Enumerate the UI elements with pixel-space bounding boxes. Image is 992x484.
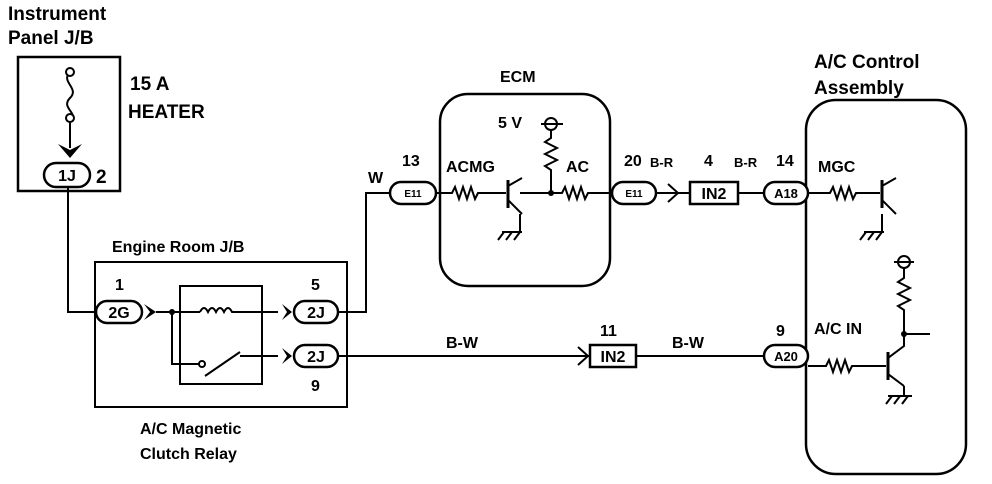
ac-connector-a20-label: A20 xyxy=(774,349,798,364)
connector-2j-top-arrow xyxy=(282,304,292,320)
conn-2j-bottom-pin: 9 xyxy=(311,378,320,395)
relay-name-1: A/C Magnetic xyxy=(140,421,241,438)
relay-box xyxy=(179,285,263,385)
connector-2j-top-label: 2J xyxy=(307,305,325,322)
engine-room-title: Engine Room J/B xyxy=(112,239,244,256)
ac-conn-bottom-pin: 9 xyxy=(776,323,785,340)
conn-2g-pin: 1 xyxy=(115,277,124,294)
connector-2j-bottom-arrow xyxy=(282,348,292,364)
fuse-terminal-bottom xyxy=(65,113,75,123)
wire-bw-color-2: B-W xyxy=(672,335,705,352)
fuse-symbol xyxy=(66,71,74,148)
instrument-panel-title-2: Panel J/B xyxy=(8,28,94,49)
ecm-pullup-resistor xyxy=(542,130,560,193)
connector-1j-label: 1J xyxy=(58,168,76,185)
relay-junction xyxy=(169,309,175,315)
acin-pullup-resistor xyxy=(895,268,930,335)
mgc-resistor xyxy=(808,183,880,203)
connector-1j-pin: 2 xyxy=(96,167,107,188)
ac-connector-a20 xyxy=(762,343,810,369)
ecm-title: ECM xyxy=(500,69,536,86)
ac-control-title-1: A/C Control xyxy=(814,52,920,73)
acmg-label: ACMG xyxy=(446,159,495,176)
fuse-rating: 15 A xyxy=(130,74,170,95)
in2-top-arrow xyxy=(667,183,680,203)
relay-coil xyxy=(199,307,278,315)
ecm-box xyxy=(438,92,612,288)
ecm-voltage: 5 V xyxy=(498,115,522,132)
acin-resistor xyxy=(808,356,886,376)
ac-control-assembly: A/C Control Assembly 14 A18 MGC A/C IN 9… xyxy=(762,52,968,476)
instrument-panel-jb: Instrument Panel J/B 15 A HEATER 1J 2 xyxy=(8,4,205,193)
in2-top-pin: 4 xyxy=(704,153,713,170)
fuse-name: HEATER xyxy=(128,102,205,123)
connector-2j-bottom-label: 2J xyxy=(307,349,325,366)
wire-bw-color-1: B-W xyxy=(446,335,479,352)
connector-2g xyxy=(94,299,144,325)
ac-control-box xyxy=(804,98,968,476)
instrument-panel-title-1: Instrument xyxy=(8,4,107,25)
relay-switch-arm xyxy=(204,351,241,377)
acmg-resistor xyxy=(436,183,506,203)
ecm-connector-in-label: E11 xyxy=(404,189,422,200)
connector-2g-arrow xyxy=(144,304,156,320)
ecm-conn-in-pin: 13 xyxy=(402,153,420,170)
engine-room-box xyxy=(94,261,348,408)
ecm: ECM 13 E11 ACMG 5 V AC 20 E11 xyxy=(388,69,658,288)
ecm-connector-out-label: E11 xyxy=(625,189,643,200)
ac-resistor xyxy=(520,183,614,203)
fuse-terminal-top xyxy=(65,67,75,77)
acmg-ground-icon xyxy=(497,231,522,241)
mgc-ground-icon xyxy=(859,214,884,241)
wire-br-color-2: B-R xyxy=(734,155,758,170)
engine-room-jb: Engine Room J/B 1 2G 5 2J 2J 9 A/C Magne… xyxy=(94,239,348,463)
ecm-conn-out-pin: 20 xyxy=(624,153,642,170)
acin-transistor xyxy=(887,334,905,387)
ac-conn-top-pin: 14 xyxy=(776,153,794,170)
relay-wire-switch-in xyxy=(171,312,200,365)
relay-switch-contact xyxy=(198,360,206,368)
ac-label: AC xyxy=(566,159,590,176)
ac-connector-a18-label: A18 xyxy=(774,186,798,201)
connector-2g-label: 2G xyxy=(108,305,129,322)
ac-control-title-2: Assembly xyxy=(814,78,904,99)
in2-bottom-label: IN2 xyxy=(601,349,626,366)
mgc-label: MGC xyxy=(818,159,856,176)
relay-name-2: Clutch Relay xyxy=(140,446,237,463)
wire-w xyxy=(338,192,390,313)
mgc-transistor xyxy=(881,177,897,215)
acmg-transistor-collector xyxy=(507,177,523,187)
in2-bottom-pin: 11 xyxy=(600,323,617,340)
acin-ground-icon xyxy=(885,386,912,405)
in2-bottom-arrow xyxy=(577,346,590,366)
wire-w-color: W xyxy=(368,170,384,187)
acmg-transistor-emitter xyxy=(507,199,523,215)
in2-top-label: IN2 xyxy=(702,186,727,203)
acin-label: A/C IN xyxy=(814,321,862,338)
wire-1j-to-2g xyxy=(67,187,98,313)
conn-2j-top-pin: 5 xyxy=(311,277,320,294)
connector-arrow-1j xyxy=(58,144,82,158)
wire-br-color-1: B-R xyxy=(650,155,674,170)
